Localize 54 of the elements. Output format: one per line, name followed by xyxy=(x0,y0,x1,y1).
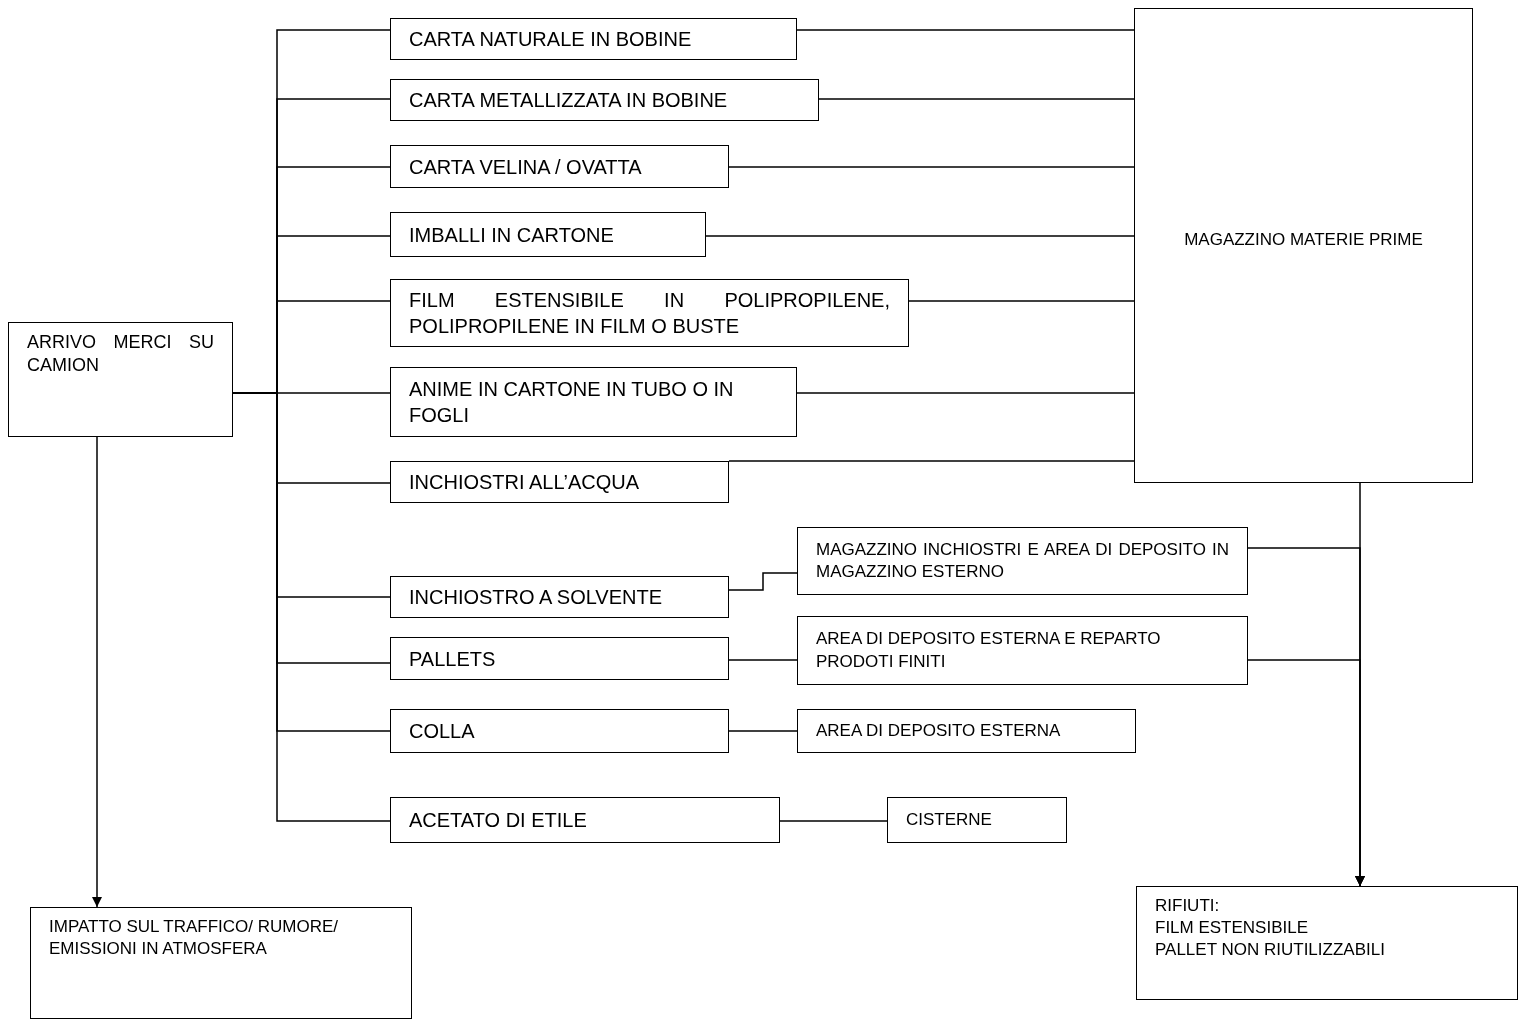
connector-line xyxy=(728,460,1135,462)
process-box xyxy=(797,709,1136,753)
process-box xyxy=(797,527,1248,595)
box-label: CISTERNE xyxy=(906,808,993,831)
connector-line xyxy=(908,300,1135,302)
box-label: AREA DI DEPOSITO ESTERNA E REPARTO PRODOTI FINITI xyxy=(816,628,1162,673)
box-label: RIFIUTI: xyxy=(1155,895,1221,917)
box-label: CARTA METALLIZZATA IN BOBINE xyxy=(409,88,729,113)
process-box xyxy=(1134,8,1473,483)
connector-line xyxy=(728,572,798,591)
connector-line xyxy=(232,392,391,822)
process-box xyxy=(390,637,729,680)
arrow xyxy=(92,436,102,908)
process-box xyxy=(390,367,797,437)
box-label: MAGAZZINO MATERIE PRIME xyxy=(1183,229,1424,251)
box-label: INCHIOSTRI ALL’ACQUA xyxy=(409,470,641,495)
process-box xyxy=(30,907,412,1019)
process-box xyxy=(390,461,729,503)
box-label: MAGAZZINO INCHIOSTRI E AREA DI DEPOSITO IN MAGAZZINO ESTERNO xyxy=(816,538,1229,583)
connector-line xyxy=(796,29,1135,31)
box-label: FILM ESTENSIBILE IN POLIPROPILENE, POLIPROPILENE IN FILM O BUSTE xyxy=(409,288,890,339)
connector-line xyxy=(818,98,1135,100)
connector-line xyxy=(728,166,1135,168)
box-label: INCHIOSTRO A SOLVENTE xyxy=(409,585,664,610)
process-box xyxy=(390,709,729,753)
box-label: ANIME IN CARTONE IN TUBO O IN FOGLI xyxy=(409,377,735,428)
box-label: IMPATTO SUL TRAFFICO/ RUMORE/ EMISSIONI IN ATMOSFERA xyxy=(49,916,340,961)
connector-line xyxy=(728,659,798,661)
box-label: PALLET NON RIUTILIZZABILI xyxy=(1155,939,1386,962)
connector-line xyxy=(796,392,1135,394)
process-box xyxy=(390,279,909,347)
box-label: CARTA VELINA / OVATTA xyxy=(409,154,643,180)
box-label: FILM ESTENSIBILE xyxy=(1155,917,1310,940)
process-box xyxy=(1136,886,1518,1000)
box-label: COLLA xyxy=(409,719,476,744)
process-box xyxy=(390,576,729,618)
process-box xyxy=(797,616,1248,685)
process-box xyxy=(8,322,233,437)
connector-line xyxy=(779,820,888,822)
box-label: CARTA NATURALE IN BOBINE xyxy=(409,27,693,52)
process-box xyxy=(390,212,706,257)
process-box xyxy=(390,797,780,843)
box-label: ACETATO DI ETILE xyxy=(409,808,588,833)
process-box xyxy=(390,79,819,121)
connector-line xyxy=(728,730,798,732)
arrow xyxy=(1247,659,1365,887)
process-box xyxy=(390,18,797,60)
process-box xyxy=(390,145,729,188)
box-label: AREA DI DEPOSITO ESTERNA xyxy=(816,719,1062,742)
box-label: PALLETS xyxy=(409,646,497,672)
box-label: IMBALLI IN CARTONE xyxy=(409,222,615,248)
connector-line xyxy=(705,235,1135,237)
box-label: ARRIVO MERCI SU CAMION xyxy=(27,331,214,378)
process-box xyxy=(887,797,1067,843)
